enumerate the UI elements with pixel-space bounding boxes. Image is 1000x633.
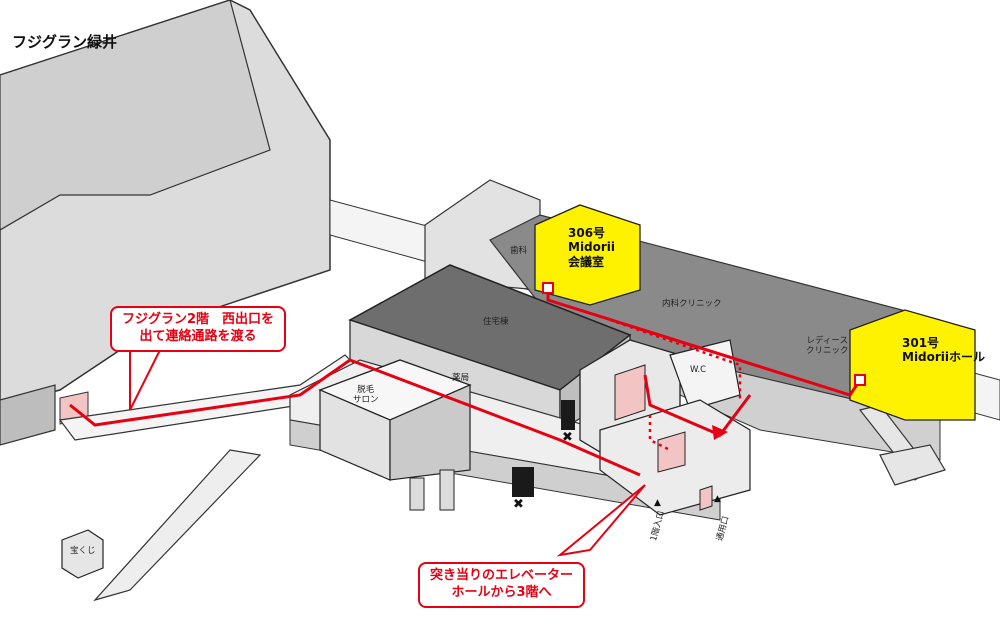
route-to-306 — [643, 374, 752, 437]
room-306-number: 306号 — [568, 226, 606, 240]
label-internal-clinic: 内科クリニック — [662, 299, 722, 309]
service-door — [699, 485, 713, 511]
fujigrand-roof-step — [0, 0, 271, 231]
route-end-marker-301 — [854, 374, 866, 386]
room-301-number: 301号 — [902, 336, 940, 350]
dark-door-1 — [561, 400, 575, 430]
label-hair-line2: サロン — [353, 394, 379, 405]
salon-pillar-right — [439, 469, 455, 511]
callout-elevator-line2: ホールから3階へ — [451, 584, 552, 600]
right-landing — [879, 444, 946, 486]
label-pharmacy: 薬局 — [452, 373, 470, 383]
callout-walkway: フジグラン2階 西出口を 出て連絡通路を渡る — [110, 306, 287, 352]
arrow-entrance: ▲ — [654, 498, 661, 508]
callout-walkway-line2: 出て連絡通路を渡る — [139, 328, 257, 344]
elevator-ground — [657, 431, 686, 473]
label-hair-salon: 脱毛 サロン — [353, 385, 379, 406]
room-301-label: 301号 Midoriiホール — [902, 336, 985, 365]
route-dotted-elevator — [648, 415, 671, 452]
elevator-car — [614, 364, 646, 421]
fujigrand-front-face — [0, 384, 56, 446]
callout-walkway-line1: フジグラン2階 西出口を — [122, 312, 275, 327]
callout-elevator-line1: 突き当りのエレベーター — [430, 568, 574, 583]
dark-door-2 — [512, 467, 534, 497]
room-306-label: 306号 Midorii 会議室 — [568, 226, 615, 269]
arrow-service: ▲ — [714, 494, 721, 504]
label-lottery: 宝くじ — [70, 546, 96, 556]
label-residence: 住宅棟 — [483, 317, 509, 327]
room-301-name: Midoriiホール — [902, 350, 986, 365]
lottery-kiosk — [61, 529, 104, 579]
label-hair-line1: 脱毛 — [357, 385, 375, 395]
callout-1-pointer — [129, 349, 162, 411]
label-wc: W.C — [690, 365, 707, 375]
wc-block — [669, 339, 741, 411]
route-bridge — [69, 358, 641, 477]
map-title: フジグラン緑井 — [12, 33, 118, 51]
route-start-marker-306 — [542, 282, 554, 294]
label-ladies-line2: クリニック — [806, 345, 849, 356]
x-marker-2: ✖ — [513, 497, 524, 512]
label-ladies-line1: レディース — [806, 336, 848, 346]
label-dental: 歯科 — [510, 246, 528, 256]
room-306-name: Midorii — [568, 240, 616, 255]
room-306-highlight — [534, 204, 641, 306]
label-ladies-clinic: レディース クリニック — [806, 336, 849, 357]
salon-pillar-left — [409, 477, 425, 511]
room-306-type: 会議室 — [568, 254, 605, 269]
room-301-highlight — [849, 309, 976, 421]
callout-2-pointer — [556, 484, 646, 557]
x-marker-1: ✖ — [562, 430, 573, 445]
route-arrowhead — [712, 425, 728, 440]
callout-elevator: 突き当りのエレベーター ホールから3階へ — [418, 562, 586, 608]
ramp — [93, 449, 262, 602]
